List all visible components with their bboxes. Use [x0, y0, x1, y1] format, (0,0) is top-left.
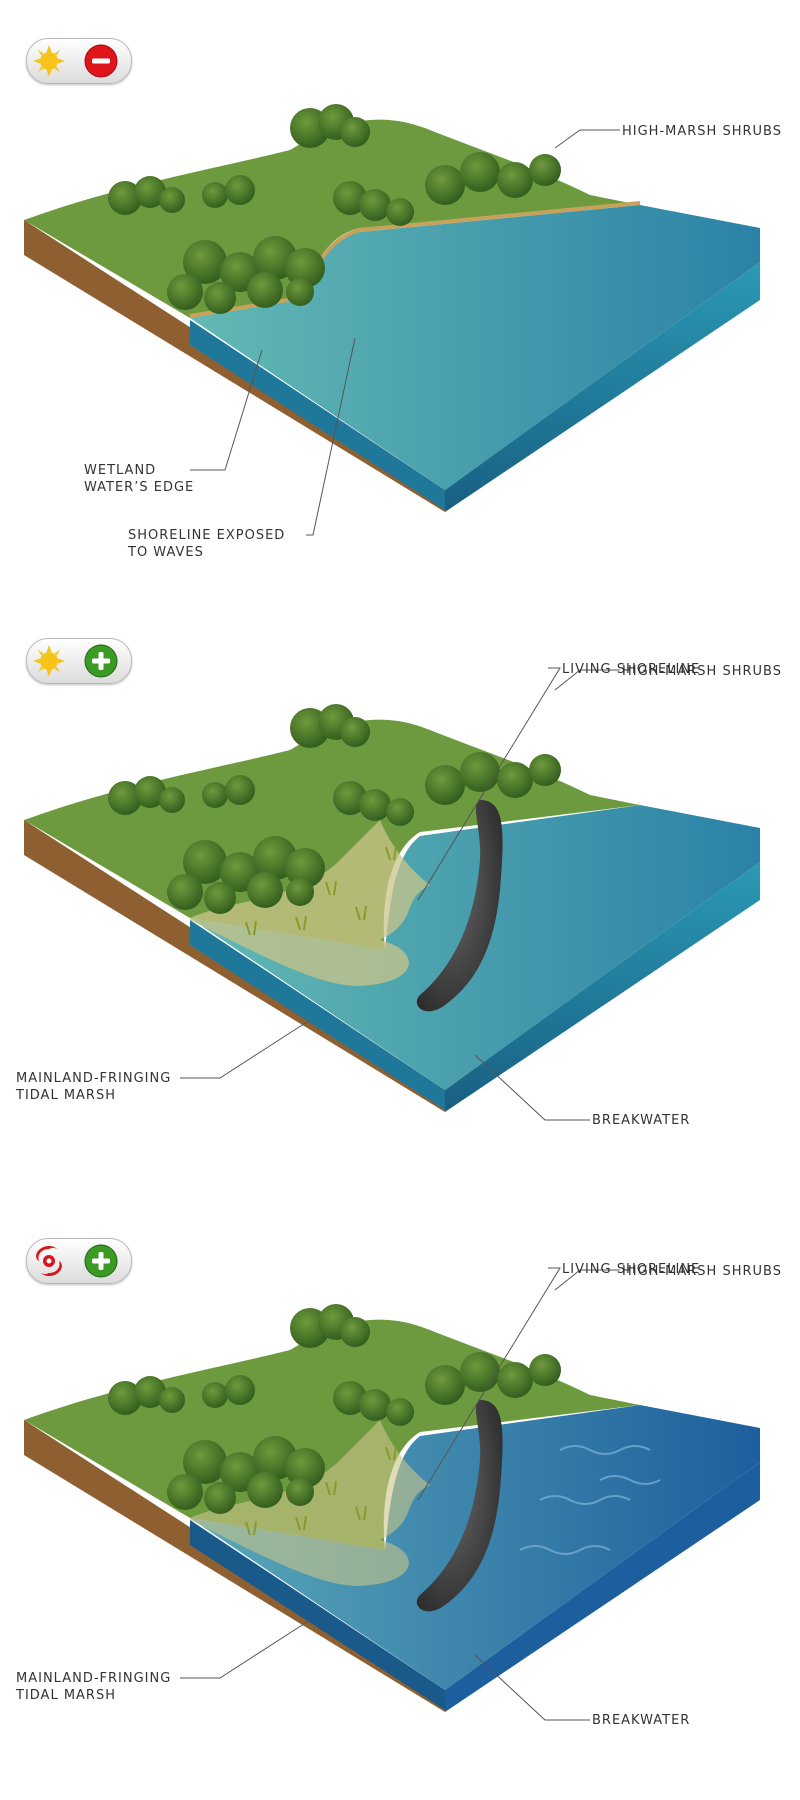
- water-side-face: [445, 1462, 760, 1712]
- water-front-face: [190, 1520, 445, 1710]
- condition-badge: [26, 1238, 132, 1284]
- tidal-marsh-area: [190, 820, 430, 986]
- label-high-marsh-shrubs: HIGH-MARSH SHRUBS: [622, 664, 782, 679]
- storm-waves: [519, 1445, 661, 1555]
- label-living-shoreline: LIVING SHORELINE: [562, 662, 701, 677]
- label-mainland-fringing-tidal-marsh: MAINLAND-FRINGING TIDAL MARSH: [16, 1671, 172, 1703]
- label-shoreline-exposed: SHORELINE EXPOSED TO WAVES: [128, 528, 286, 560]
- label-living-shoreline: LIVING SHORELINE: [562, 1262, 701, 1277]
- minus-icon: [84, 44, 118, 78]
- tidal-marsh-area: [190, 1420, 430, 1586]
- label-breakwater: BREAKWATER: [592, 1113, 691, 1128]
- water-front-face: [190, 920, 445, 1110]
- label-high-marsh-shrubs: HIGH-MARSH SHRUBS: [622, 124, 782, 139]
- label-mainland-fringing-tidal-marsh: MAINLAND-FRINGING TIDAL MARSH: [16, 1071, 172, 1103]
- sun-icon: [33, 45, 65, 77]
- panel-living-shoreline-calm: LIVING SHORELINE HIGH-MARSH SHRUBS MAINL…: [0, 600, 800, 1200]
- tree-group: [108, 104, 561, 314]
- plus-icon: [84, 1244, 118, 1278]
- label-breakwater: BREAKWATER: [592, 1713, 691, 1728]
- water-side-face: [445, 862, 760, 1112]
- label-wetland-waters-edge: WETLAND WATER’S EDGE: [84, 463, 195, 495]
- marsh-grass: [245, 1445, 397, 1536]
- block-diagram: [24, 104, 760, 512]
- block-diagram: [24, 704, 760, 1112]
- block-diagram: [24, 1304, 760, 1712]
- label-high-marsh-shrubs: HIGH-MARSH SHRUBS: [622, 1264, 782, 1279]
- marsh-grass: [245, 845, 397, 936]
- water-surface: [190, 205, 760, 490]
- sun-icon: [33, 645, 65, 677]
- water-side-face: [445, 262, 760, 512]
- storm-icon: [36, 1246, 62, 1276]
- condition-badge: [26, 38, 132, 84]
- panel-living-shoreline-storm: LIVING SHORELINE HIGH-MARSH SHRUBS MAINL…: [0, 1200, 800, 1800]
- condition-badge: [26, 638, 132, 684]
- plus-icon: [84, 644, 118, 678]
- panel-current-conditions: HIGH-MARSH SHRUBS WETLAND WATER’S EDGE S…: [0, 0, 800, 600]
